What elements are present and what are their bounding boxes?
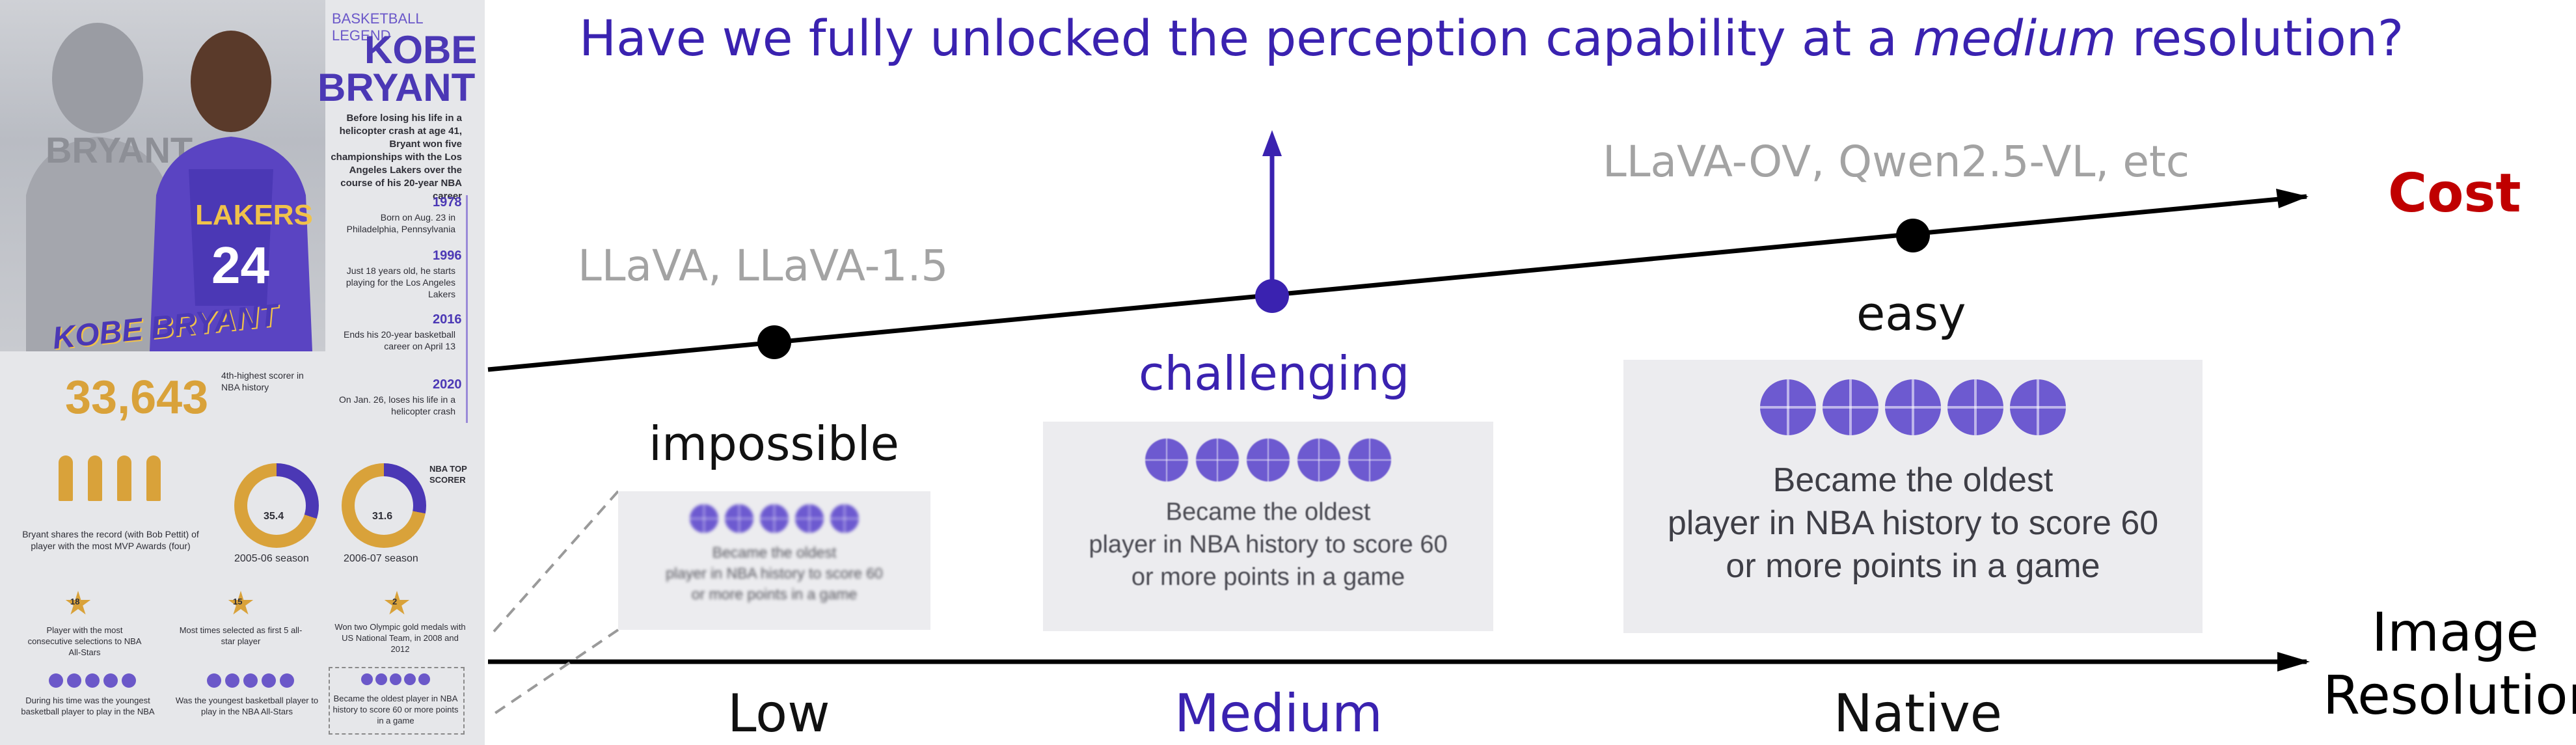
season-1-label: 2005-06 season: [234, 553, 309, 564]
improvement-arrowhead: [1262, 130, 1282, 156]
basketball-icon: [1297, 439, 1340, 481]
crop-text-line: player in NBA history to score 60: [1089, 531, 1448, 558]
crop-text-line: Became the oldest: [712, 544, 837, 561]
points-caption: 4th-highest scorer in NBA history: [221, 370, 304, 392]
crop-text-line: Became the oldest: [1165, 498, 1371, 526]
difficulty-medium: challenging: [1139, 346, 1410, 401]
season-ring-1: [234, 463, 319, 548]
zoom-connector-top: [490, 490, 619, 636]
basketball-icon: [2010, 379, 2066, 435]
page-title: Have we fully unlocked the perception ca…: [579, 9, 2404, 67]
timeline-text: Just 18 years old, he starts playing for…: [346, 265, 455, 299]
crop-text-line: Became the oldest: [1772, 461, 2054, 499]
crop-medium-resolution: Became the oldest player in NBA history …: [1043, 422, 1493, 631]
cost-axis-arrowhead: [2276, 189, 2309, 208]
crop-text-line: or more points in a game: [1131, 563, 1405, 591]
season-ring-2: [342, 463, 426, 548]
fact-text: Was the youngest basketball player to pl…: [175, 696, 319, 716]
fact-text: Became the oldest player in NBA history …: [332, 694, 459, 725]
basketball-icon: [1196, 439, 1239, 481]
medium-res-point: [1255, 279, 1289, 313]
star-text: Won two Olympic gold medals with US Nati…: [334, 622, 466, 654]
highlight-box: [329, 667, 465, 735]
crop-native-resolution: Became the oldest player in NBA history …: [1623, 360, 2203, 633]
points-total: 33,643: [65, 372, 209, 424]
basketball-icon: [1760, 379, 1816, 435]
basketball-icon: [1885, 379, 1941, 435]
difficulty-native: easy: [1856, 286, 1966, 341]
kicker: BASKETBALL LEGEND: [332, 10, 423, 44]
season-1-value: 35.4: [264, 511, 284, 522]
svg-text:24: 24: [211, 236, 269, 294]
timeline-year: 2016: [433, 312, 462, 327]
basketball-icon: [1348, 439, 1391, 481]
star-text: Most times selected as first 5 all-star …: [179, 625, 303, 646]
svg-text:BRYANT: BRYANT: [46, 129, 193, 170]
basketball-icon: [725, 504, 753, 533]
timeline-line: [466, 195, 468, 423]
basketball-row: [1623, 379, 2203, 435]
crop-text-line: player in NBA history to score 60: [1667, 504, 2159, 542]
star-text: Player with the most consecutive selecti…: [27, 625, 142, 657]
timeline-text: Ends his 20-year basketball career on Ap…: [344, 329, 455, 351]
native-res-point: [1896, 219, 1930, 252]
crop-text-line: player in NBA history to score 60: [666, 565, 883, 582]
crop-low-resolution: Became the oldest player in NBA history …: [618, 491, 930, 630]
basketball-row: [618, 504, 930, 533]
fact-text: During his time was the youngest basketb…: [21, 696, 155, 716]
model-label-native: LLaVA-OV, Qwen2.5-VL, etc: [1603, 137, 2190, 187]
kobe-infographic: BRYANT LAKERS 24 BASKETBALL LEGEND KOBE …: [0, 0, 485, 745]
basketball-icon: [690, 504, 718, 533]
basketball-icon: [1247, 439, 1290, 481]
cost-axis-label: Cost: [2388, 163, 2521, 224]
low-res-point: [757, 325, 791, 359]
season-2-value: 31.6: [372, 511, 393, 522]
resolution-axis-arrowhead: [2277, 652, 2310, 671]
basketball-row: [1043, 439, 1493, 481]
top-scorer-label: NBA TOP SCORER: [429, 464, 467, 485]
basketball-icon: [1823, 379, 1878, 435]
crop-text-line: or more points in a game: [691, 586, 858, 603]
tick-native: Native: [1834, 683, 2003, 744]
resolution-axis-label-line-1: Image: [2372, 602, 2539, 664]
intro-text: Before losing his life in a helicopter c…: [331, 113, 462, 202]
crop-text-line: or more points in a game: [1726, 547, 2100, 585]
fact-balls: [207, 673, 294, 688]
name-line-2: BRYANT: [318, 66, 476, 109]
basketball-icon: [1947, 379, 2003, 435]
basketball-icon: [1145, 439, 1188, 481]
timeline-text: Born on Aug. 23 in Philadelphia, Pennsyl…: [346, 212, 455, 234]
season-2-label: 2006-07 season: [344, 553, 418, 564]
resolution-axis-label-line-2: Resolution: [2323, 665, 2576, 727]
name-line-1: KOBE: [364, 28, 478, 72]
model-label-low: LLaVA, LLaVA-1.5: [578, 241, 949, 291]
fact-balls: [361, 673, 430, 685]
basketball-icon: [830, 504, 859, 533]
timeline-year: 1978: [433, 195, 462, 210]
basketball-icon: [795, 504, 824, 533]
player-photo: BRYANT LAKERS 24: [0, 0, 325, 351]
star-number: 2: [392, 597, 398, 606]
tick-low: Low: [727, 683, 830, 744]
timeline-text: On Jan. 26, loses his life in a helicopt…: [339, 394, 455, 416]
tick-medium: Medium: [1174, 683, 1383, 744]
svg-text:LAKERS: LAKERS: [195, 199, 313, 231]
difficulty-low: impossible: [649, 416, 899, 471]
timeline-year: 1996: [433, 249, 462, 263]
star-number: 18: [70, 597, 80, 606]
fact-balls: [49, 673, 136, 688]
mvp-text: Bryant shares the record (with Bob Petti…: [22, 529, 199, 551]
basketball-icon: [760, 504, 789, 533]
zoom-connector-bottom: [490, 629, 619, 717]
timeline-year: 2020: [433, 377, 462, 392]
star-number: 15: [233, 597, 243, 606]
